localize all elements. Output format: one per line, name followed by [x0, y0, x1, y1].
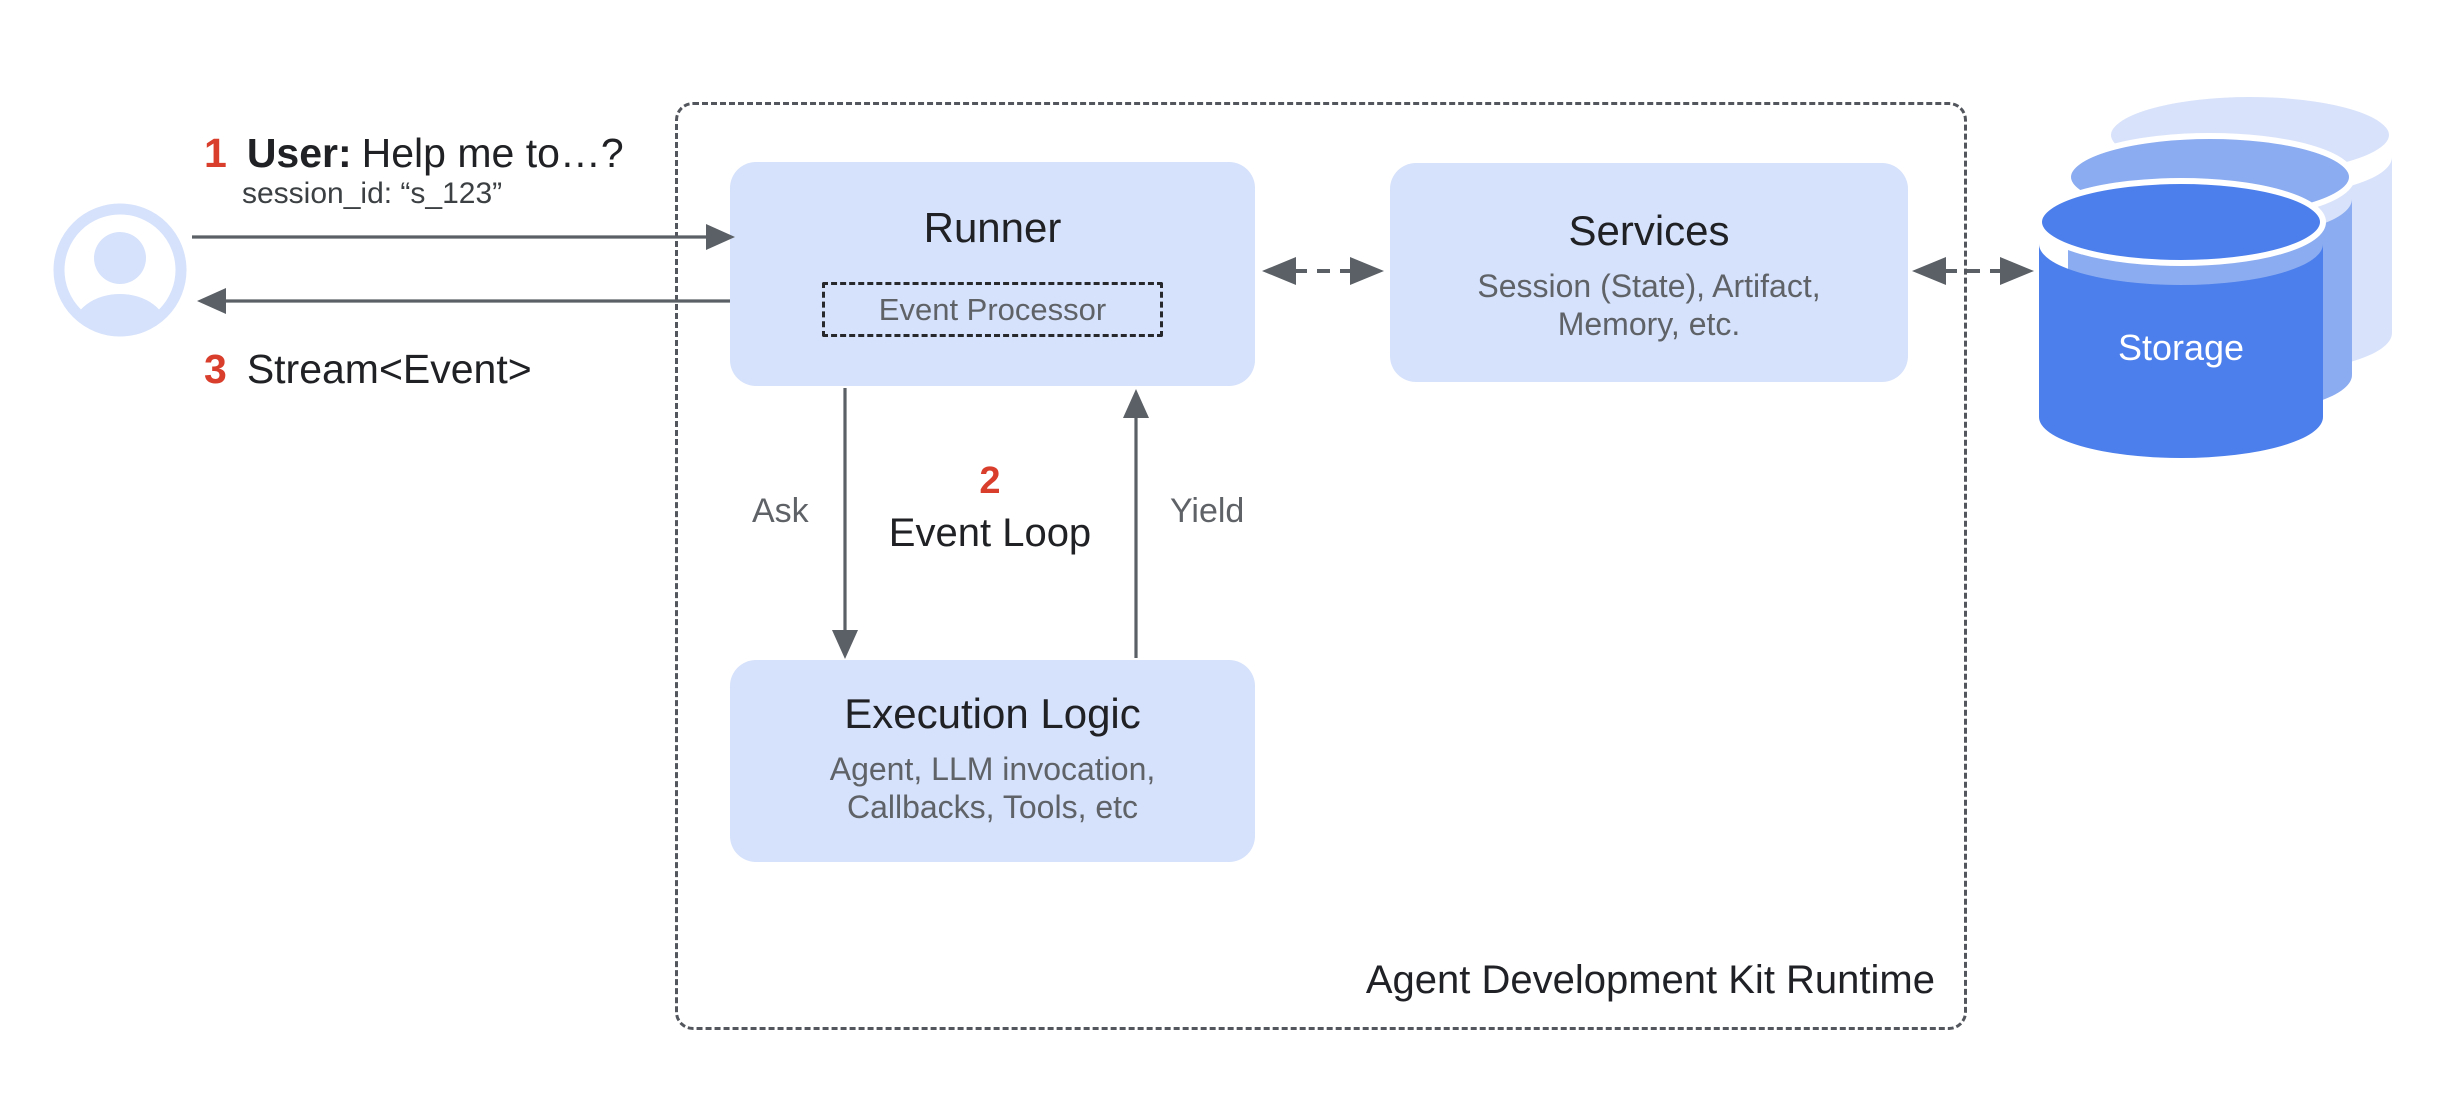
storage-label: Storage — [2118, 327, 2244, 368]
arrow-runner-to-user — [197, 288, 730, 314]
adk-runtime-label: Agent Development Kit Runtime — [1365, 958, 1935, 1002]
step3-label: 3 Stream<Event> — [204, 346, 532, 393]
runner-node: Runner Event Processor — [730, 162, 1255, 386]
step3-number: 3 — [204, 346, 227, 392]
storage-icon: Storage — [2036, 91, 2395, 458]
event-loop-title: Event Loop — [888, 511, 1092, 555]
services-subtitle-line2: Memory, etc. — [1557, 306, 1741, 343]
step1-label: 1 User:Help me to…? — [204, 130, 624, 177]
step3-message: Stream<Event> — [246, 346, 532, 392]
ask-label: Ask — [752, 492, 809, 530]
execution-logic-subtitle-line2: Callbacks, Tools, etc — [846, 789, 1139, 826]
arrow-user-to-runner — [192, 224, 735, 250]
step1-number: 1 — [204, 130, 227, 176]
user-avatar-icon — [53, 203, 187, 337]
services-subtitle-line1: Session (State), Artifact, — [1477, 268, 1821, 305]
step1-actor: User: — [246, 130, 352, 176]
services-node: Services Session (State), Artifact, Memo… — [1390, 163, 1908, 382]
event-loop-number: 2 — [979, 460, 1001, 502]
services-subtitle: Session (State), Artifact, Memory, etc. — [1477, 267, 1820, 343]
session-id-label: session_id: “s_123” — [242, 177, 503, 210]
adk-runtime-container — [675, 102, 1967, 1030]
step1-message: Help me to…? — [361, 130, 624, 176]
services-title: Services — [1568, 207, 1730, 254]
execution-logic-subtitle-line1: Agent, LLM invocation, — [829, 751, 1156, 788]
event-processor-box: Event Processor — [822, 282, 1163, 338]
execution-logic-subtitle: Agent, LLM invocation, Callbacks, Tools,… — [830, 750, 1156, 826]
execution-logic-node: Execution Logic Agent, LLM invocation, C… — [730, 660, 1255, 862]
event-processor-label: Event Processor — [878, 291, 1107, 327]
event-loop-label: 2 Event Loop — [870, 460, 1110, 556]
yield-label: Yield — [1170, 492, 1245, 530]
runner-title: Runner — [923, 204, 1062, 251]
execution-logic-title: Execution Logic — [844, 690, 1141, 737]
